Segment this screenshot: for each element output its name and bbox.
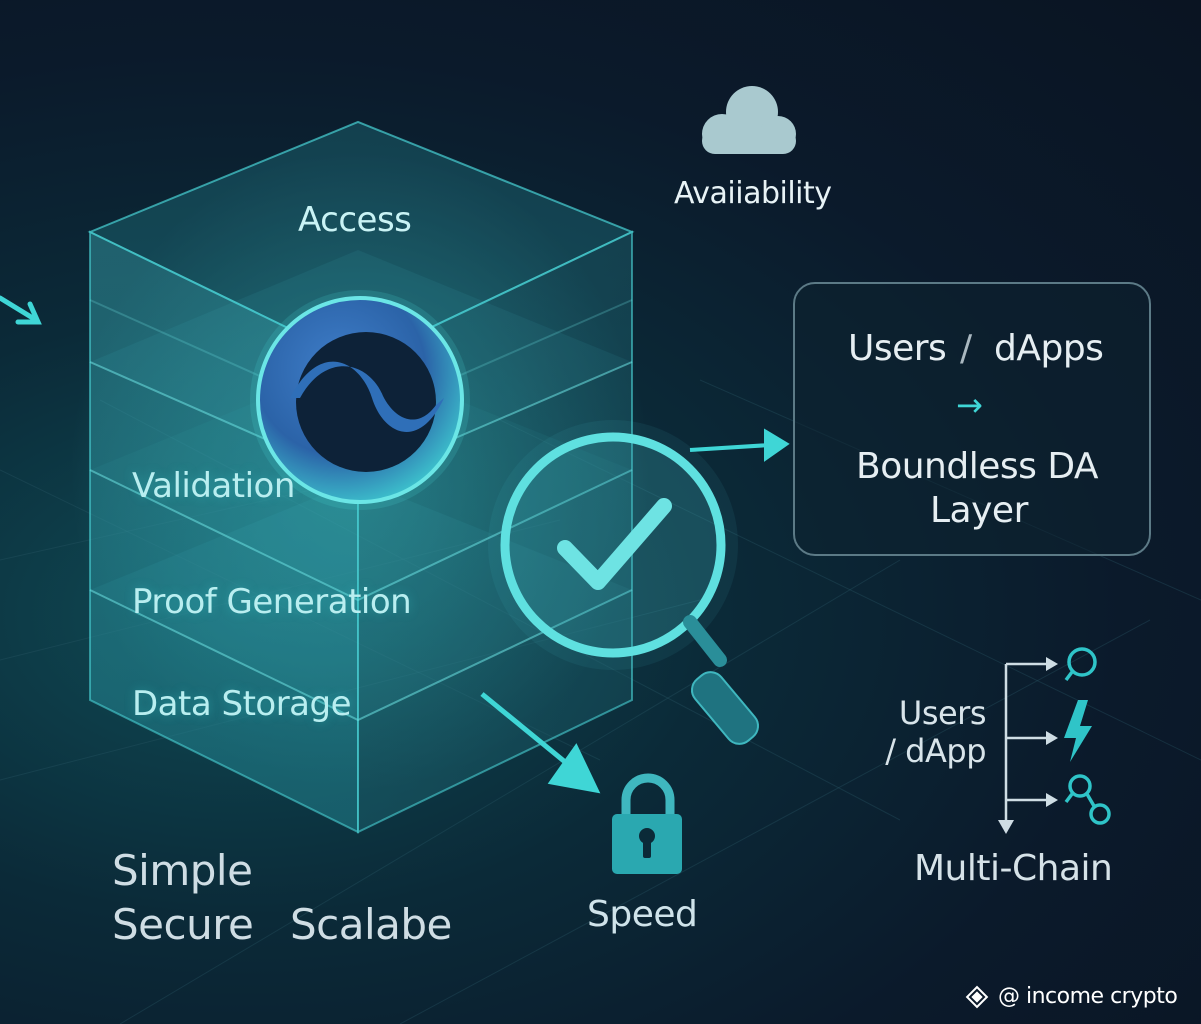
speed-label: Speed [587, 894, 698, 935]
callout-layer: Layer [930, 490, 1028, 531]
callout-separator: / [960, 328, 972, 369]
validation-label: Validation [132, 466, 295, 506]
access-label: Access [298, 200, 412, 240]
binance-diamond-icon [965, 985, 989, 1009]
network-icon [1064, 774, 1111, 825]
watermark-text: @ income crypto [998, 984, 1178, 1009]
arrow-to-callout-icon [689, 428, 790, 462]
callout-dapps: dApps [994, 328, 1104, 369]
users-dapp-line2: / dApp [885, 732, 986, 770]
proof-generation-label: Proof Generation [132, 582, 412, 622]
arrow-to-lock-icon [480, 692, 601, 794]
callout-boundless: Boundless DA [856, 446, 1099, 487]
cloud-icon [702, 86, 796, 154]
lock-icon [612, 773, 682, 874]
callout-users: Users [848, 328, 947, 369]
footer-scalabe: Scalabe [290, 900, 452, 949]
magnifier-check-icon [488, 420, 760, 745]
users-dapp-label: Users / dApp [870, 694, 986, 770]
callout-box [793, 282, 1151, 556]
left-arrow-icon [0, 295, 42, 325]
users-dapp-tree [1004, 662, 1048, 826]
logo-wave-icon [250, 290, 470, 510]
multichain-label: Multi-Chain [914, 848, 1113, 889]
availability-label: Avaiiability [674, 176, 832, 211]
users-dapp-line1: Users [898, 694, 987, 732]
callout-arrow-icon: → [956, 386, 983, 424]
lightning-icon [1064, 700, 1092, 762]
footer-simple: Simple [112, 846, 253, 895]
footer-secure: Secure [112, 900, 254, 949]
data-storage-label: Data Storage [132, 684, 352, 724]
search-icon [1064, 647, 1097, 682]
